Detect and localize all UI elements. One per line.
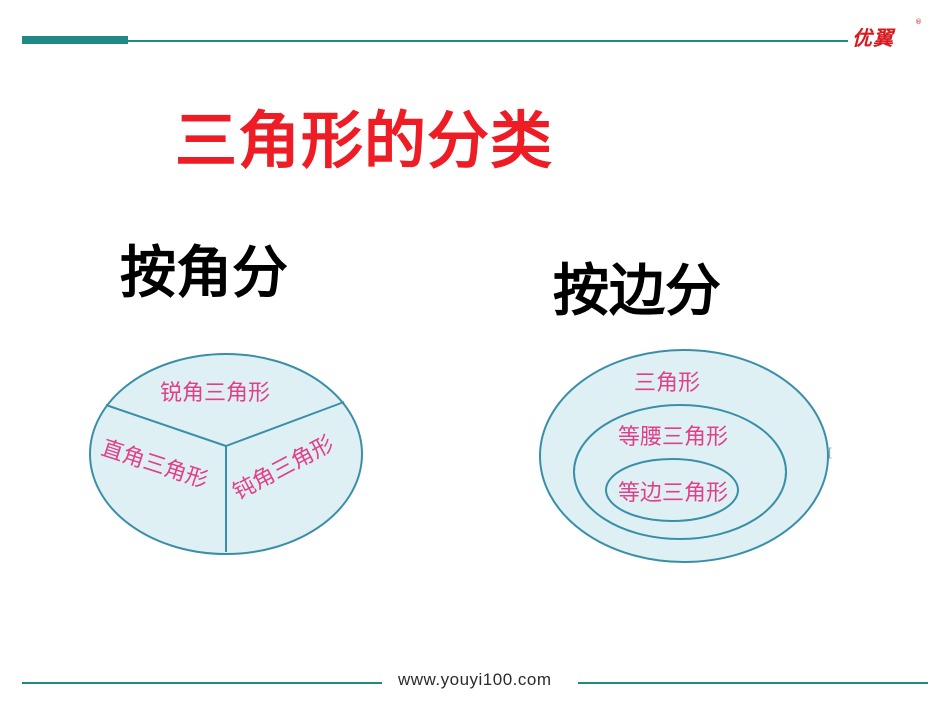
footer-url: www.youyi100.com <box>398 670 552 689</box>
by-side-heading: 按边分 <box>553 259 721 324</box>
side-classification-diagram: 三角形 等腰三角形 等边三角形 <box>539 349 829 563</box>
brand-logo: 优翼 <box>852 26 894 50</box>
equilateral-triangle-label: 等边三角形 <box>618 481 728 506</box>
triangle-label: 三角形 <box>634 371 700 396</box>
by-angle-heading: 按角分 <box>120 241 288 306</box>
stray-mark: [ <box>828 446 833 460</box>
acute-triangle-label: 锐角三角形 <box>160 381 270 406</box>
header-accent-bar <box>22 36 128 44</box>
registered-mark: ® <box>915 18 922 26</box>
isosceles-triangle-label: 等腰三角形 <box>618 425 728 450</box>
header-rule <box>128 40 848 42</box>
angle-classification-diagram: 锐角三角形 直角三角形 钝角三角形 <box>89 353 363 555</box>
footer-rule-right <box>578 682 928 684</box>
page-title: 三角形的分类 <box>175 104 554 177</box>
footer-rule-left <box>22 682 382 684</box>
